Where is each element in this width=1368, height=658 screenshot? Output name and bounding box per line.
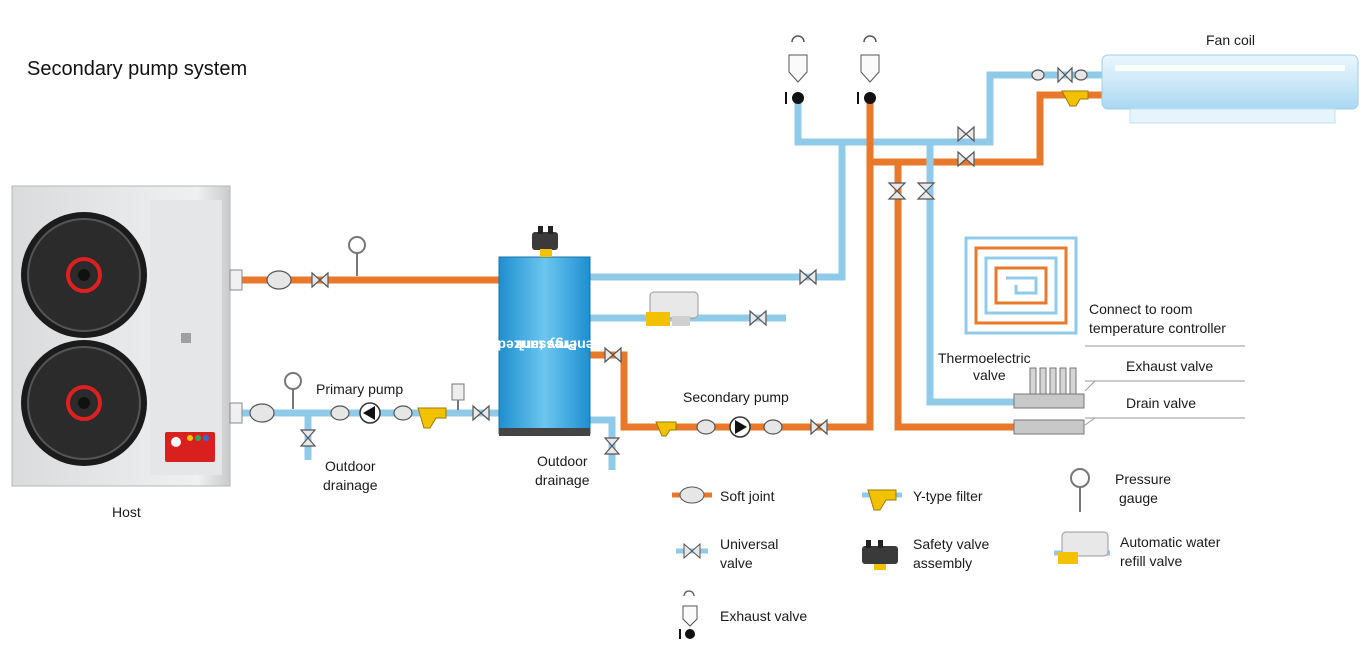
legend-exhaust: Exhaust valve (720, 608, 808, 624)
legend-y-filter: Y-type filter (913, 488, 983, 504)
legend-safety-valve-icon (862, 540, 898, 570)
page-title: Secondary pump system (27, 58, 248, 80)
legend-icons (672, 468, 1110, 639)
host-outlet (229, 269, 243, 291)
y-filters (417, 90, 1089, 437)
legend-pressure-gauge-icon (1070, 468, 1090, 512)
fan-coil-label: Fan coil (1206, 32, 1256, 48)
legend-y-filter-icon (862, 489, 902, 511)
floor-heating-coil (964, 236, 1078, 335)
host-unit (11, 185, 231, 487)
secondary-pump (729, 416, 751, 438)
legend-universal-a: Universal (720, 536, 779, 552)
host-fan-top (21, 212, 147, 338)
auto-refill-valve (646, 291, 699, 326)
manifold-lines (1084, 345, 1245, 426)
primary-air-vent (451, 383, 465, 401)
universal-valves (299, 66, 1073, 455)
host-label: Host (112, 504, 141, 520)
primary-pump (359, 402, 381, 424)
fan-coil (1101, 54, 1359, 124)
thermoelectric-label-b: valve (973, 367, 1006, 383)
legend-soft-joint: Soft joint (720, 488, 775, 504)
room-controller-label-a: Connect to room (1089, 301, 1193, 317)
exhaust-valve-label: Exhaust valve (1126, 358, 1214, 374)
safety-valve-assembly (532, 226, 558, 257)
thermoelectric-label-a: Thermoelectric (938, 350, 1031, 366)
pressurized-energy-tank (498, 256, 591, 436)
exhaust-valves-top (785, 35, 880, 104)
legend-refill-valve-icon (1054, 531, 1110, 564)
legend-refill-a: Automatic water (1120, 534, 1221, 550)
outdoor-drainage-2-label-a: Outdoor (537, 453, 588, 469)
drain-valve-label: Drain valve (1126, 395, 1197, 411)
outdoor-drainage-1-label-b: drainage (323, 477, 378, 493)
pressure-gauges (284, 236, 366, 409)
legend-gauge-b: gauge (1119, 490, 1158, 506)
host-fan-bottom (21, 340, 147, 466)
outdoor-drainage-2-label-b: drainage (535, 472, 590, 488)
legend-universal-valve-icon (676, 542, 708, 560)
primary-pump-label: Primary pump (316, 381, 404, 397)
legend-gauge-a: Pressure (1115, 471, 1172, 487)
legend-safety-b: assembly (913, 555, 973, 571)
tank-label-b: energy tank (515, 337, 594, 354)
room-controller-label-b: temperature controller (1089, 320, 1226, 336)
outdoor-drainage-1-label-a: Outdoor (325, 458, 376, 474)
legend-safety-a: Safety valve (913, 536, 990, 552)
soft-joints (249, 69, 1088, 435)
manifold (1013, 367, 1085, 435)
legend-universal-b: valve (720, 555, 753, 571)
legend-exhaust-valve-icon (679, 590, 698, 639)
legend-refill-b: refill valve (1120, 553, 1183, 569)
legend-soft-joint-icon (672, 486, 712, 504)
host-inlet (229, 402, 243, 424)
secondary-pump-label: Secondary pump (683, 389, 789, 405)
